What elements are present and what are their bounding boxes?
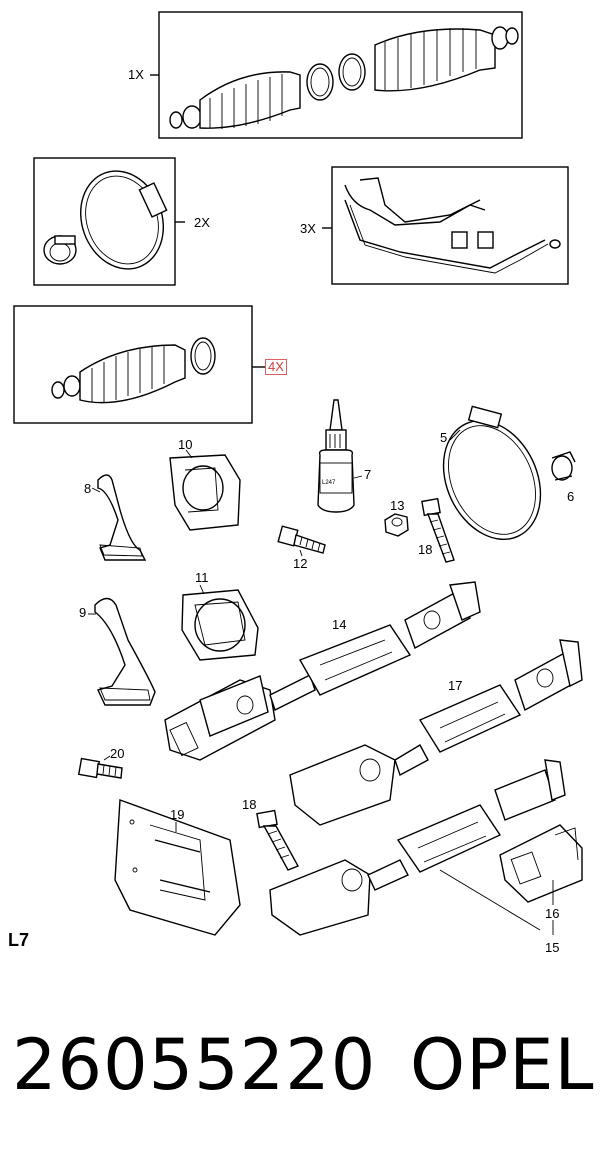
kit-3x-box (322, 166, 569, 285)
bushing-10-icon (169, 454, 241, 531)
bottle-label-text: L247 (322, 480, 336, 486)
bolt-12-icon (277, 525, 326, 554)
kit-2x-box (33, 157, 185, 286)
bushing-11-icon (181, 589, 259, 661)
bolt-18-top-icon (421, 497, 455, 563)
callout-1x: 1X (128, 67, 144, 82)
callout-4x-highlighted[interactable]: 4X (265, 359, 287, 375)
fluid-pipe-icon (344, 177, 561, 274)
brand-name: OPEL (410, 1024, 595, 1106)
bolt-20-icon (77, 757, 123, 779)
shaft-15-icon (269, 759, 566, 936)
large-clamp-icon (80, 170, 168, 270)
bellows-left-icon (199, 71, 301, 129)
callout-5: 5 (440, 430, 448, 445)
callout-11: 11 (195, 570, 209, 585)
callout-18-bottom: 18 (242, 797, 257, 812)
callout-17: 17 (448, 678, 463, 693)
bracket-8-icon (97, 474, 147, 561)
sheet-reference: L7 (8, 930, 30, 950)
bellows-right-icon (374, 28, 496, 92)
callout-14: 14 (332, 617, 347, 632)
bracket-9-icon (94, 597, 156, 706)
callout-6: 6 (567, 489, 575, 504)
callout-15: 15 (545, 940, 560, 955)
callout-3x: 3X (300, 221, 316, 236)
shaft-17-icon (289, 639, 583, 826)
callout-13: 13 (390, 498, 405, 513)
callout-2x: 2X (194, 215, 210, 230)
nut-13-icon (384, 513, 409, 537)
callout-16: 16 (545, 906, 560, 921)
kit-1x-box (150, 11, 523, 139)
callout-12: 12 (293, 556, 308, 571)
callout-19: 19 (170, 807, 185, 822)
callout-20: 20 (110, 746, 125, 761)
callout-8: 8 (84, 481, 92, 496)
small-clip-6-icon (551, 451, 576, 481)
bolt-18-bottom-icon (256, 809, 299, 871)
shaft-14-icon (164, 581, 481, 761)
callout-7: 7 (364, 467, 372, 482)
shield-plate-19-icon (114, 799, 241, 936)
hose-clamp-5-icon (442, 405, 542, 541)
part-number: 26055220 (12, 1024, 377, 1106)
callout-10: 10 (178, 437, 193, 452)
callout-9: 9 (79, 605, 87, 620)
callout-18-top: 18 (418, 542, 433, 557)
kit-4x-box (13, 305, 265, 424)
bellows-kit4-icon (79, 344, 186, 404)
small-clamp-icon (43, 235, 77, 265)
threadlock-bottle-7-icon (317, 399, 355, 513)
coupling-16-icon (499, 824, 583, 903)
